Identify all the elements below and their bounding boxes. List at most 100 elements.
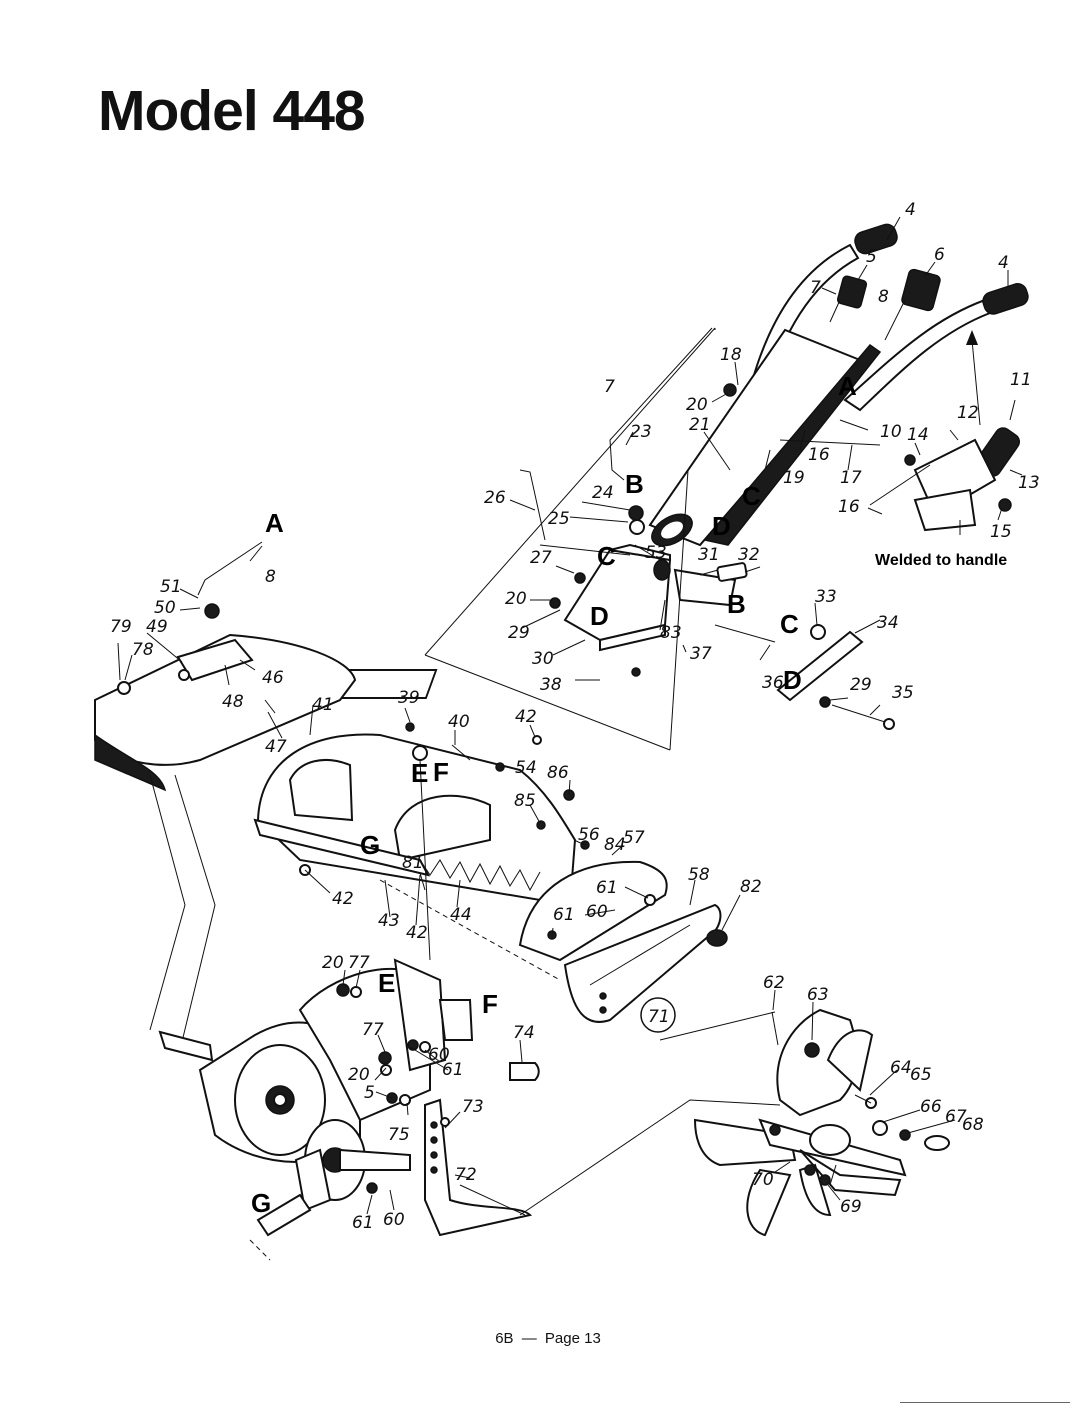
callout: 72 — [455, 1165, 477, 1185]
callout: 20 — [505, 589, 527, 609]
callout: 63 — [807, 985, 829, 1005]
callout: 58 — [688, 865, 710, 885]
callout: 62 — [763, 973, 785, 993]
transmission-housing — [158, 958, 540, 1261]
callout: 56 — [578, 825, 600, 845]
callout: 19 — [783, 468, 805, 488]
callout: 61 — [596, 878, 618, 898]
callout: 82 — [740, 877, 762, 897]
callout: 70 — [752, 1170, 774, 1190]
handle-mount-bracket — [334, 469, 776, 699]
page-title: Model 448 — [98, 79, 366, 143]
callout: 79 — [110, 617, 132, 637]
callout: 15 — [990, 522, 1012, 542]
ref-letter-c: C — [597, 541, 616, 571]
tine-assembly — [693, 1008, 950, 1237]
callout: 30 — [532, 649, 554, 669]
ref-letter-d: D — [590, 601, 609, 631]
callout: 29 — [508, 623, 530, 643]
callout: 43 — [378, 911, 400, 931]
ref-letter-g: G — [360, 830, 380, 860]
callout: 33 — [815, 587, 837, 607]
welded-to-handle-note: Welded to handle — [875, 552, 1007, 569]
callout: 27 — [530, 548, 552, 568]
footer-separator: — — [521, 1330, 537, 1347]
callout: 60 — [428, 1045, 450, 1065]
callout: 7 — [810, 278, 821, 298]
callout: 53 — [645, 543, 667, 563]
ref-letter-d: D — [783, 665, 802, 695]
callout: 11 — [1010, 370, 1032, 390]
footer-section-code: 6B — [495, 1330, 514, 1347]
callout: 75 — [388, 1125, 410, 1145]
callout: 4 — [905, 200, 916, 220]
callout: 61 — [553, 905, 575, 925]
callout: 38 — [540, 675, 562, 695]
callout: 74 — [513, 1023, 535, 1043]
callout: 37 — [690, 644, 712, 664]
callout: 8 — [265, 567, 276, 587]
depth-bar-shield — [94, 541, 357, 1051]
bottom-rule — [900, 1402, 1070, 1403]
callout: 57 — [623, 828, 645, 848]
callout: 32 — [738, 545, 760, 565]
callout: 20 — [686, 395, 708, 415]
callout: 67 — [945, 1107, 967, 1127]
ref-letter-f: F — [482, 989, 498, 1019]
ref-letter-e: E — [378, 968, 395, 998]
left-handle-grip — [854, 223, 898, 255]
callout: 47 — [265, 737, 287, 757]
callout: 71 — [648, 1007, 670, 1027]
callout: 29 — [850, 675, 872, 695]
tine-shield-hood — [253, 722, 590, 961]
callout: 41 — [312, 695, 334, 715]
reference-letters: A A B B C C C D D D E E F F G G — [251, 371, 857, 1218]
callout: 20 — [322, 953, 344, 973]
callout: 81 — [402, 853, 424, 873]
callout: 34 — [877, 613, 899, 633]
ref-letter-g: G — [251, 1188, 271, 1218]
callout: 73 — [462, 1097, 484, 1117]
callout: 46 — [262, 668, 284, 688]
ref-letter-a: A — [838, 371, 857, 401]
callout: 78 — [132, 640, 154, 660]
callout: 77 — [348, 953, 370, 973]
side-shield-plate — [518, 860, 728, 1023]
callout: 31 — [698, 545, 720, 565]
callout: 8 — [878, 287, 889, 307]
wing-knob — [706, 929, 728, 947]
callout-circle-71 — [640, 997, 676, 1033]
ref-letter-c: C — [780, 609, 799, 639]
callout: 12 — [957, 403, 979, 423]
callout: 66 — [920, 1097, 942, 1117]
exploded-parts-diagram: A A B B C C C D D D E E F F G G Welded t… — [94, 200, 1040, 1261]
callout: 24 — [592, 483, 614, 503]
callout: 40 — [448, 712, 470, 732]
callout: 54 — [515, 758, 537, 778]
callout: 35 — [892, 683, 914, 703]
ref-letter-e: E — [411, 758, 428, 788]
callout: 85 — [514, 791, 536, 811]
callout: 48 — [222, 692, 244, 712]
clutch-knob — [901, 268, 941, 312]
ref-letter-b: B — [727, 589, 746, 619]
callout: 5 — [866, 247, 877, 267]
callout: 7 — [604, 377, 615, 397]
callout: 86 — [547, 763, 569, 783]
callout: 83 — [660, 623, 682, 643]
ref-letter-c: C — [742, 481, 761, 511]
ref-letter-a: A — [265, 508, 284, 538]
link-bar — [776, 624, 895, 730]
callout: 61 — [352, 1213, 374, 1233]
callout: 50 — [154, 598, 176, 618]
ref-letter-f: F — [433, 757, 449, 787]
callout: 21 — [689, 415, 711, 435]
callout: 26 — [484, 488, 506, 508]
callout: 84 — [604, 835, 626, 855]
callout: 44 — [450, 905, 472, 925]
callout: 65 — [910, 1065, 932, 1085]
callout: 6 — [934, 245, 945, 265]
callout: 64 — [890, 1058, 912, 1078]
callout: 4 — [998, 253, 1009, 273]
callout: 49 — [146, 617, 168, 637]
